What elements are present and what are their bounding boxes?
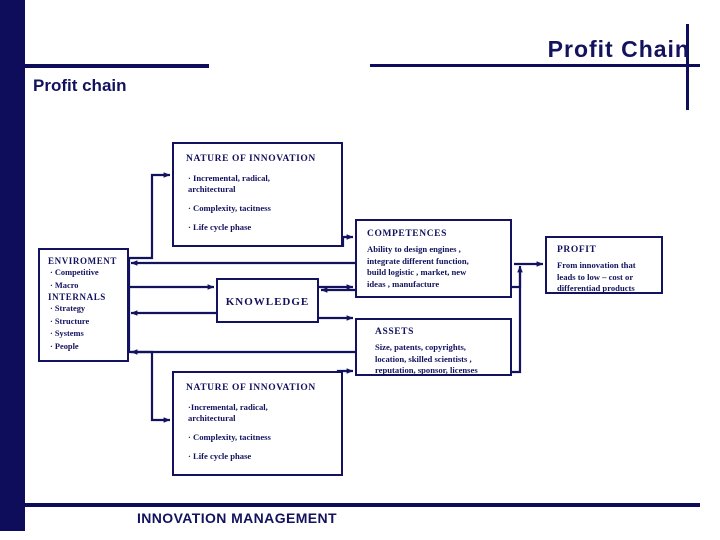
page-title: Profit Chain	[547, 36, 690, 62]
node-bullet-2: · Complexity, tacitness	[188, 203, 271, 213]
node-title: ASSETS	[375, 327, 414, 337]
wire-environment-to-nature-top	[129, 172, 171, 260]
node-title: ENVIROMENT	[48, 256, 118, 266]
node-title: PROFIT	[557, 245, 597, 255]
node-bullet-2: · Complexity, tacitness	[188, 432, 271, 442]
node-nature-of-innovation-bottom[interactable]: NATURE OF INNOVATION ·Incremental, radic…	[172, 371, 343, 476]
node-body: Ability to design engines , integrate di…	[367, 244, 469, 289]
header-rule-left	[22, 64, 209, 68]
node-bullet-1: ·Incremental, radical, architectural	[188, 402, 268, 423]
node-title: NATURE OF INNOVATION	[186, 154, 316, 164]
node-bullet-3: · Life cycle phase	[188, 451, 252, 461]
node-nature-of-innovation-top[interactable]: NATURE OF INNOVATION · Incremental, radi…	[172, 142, 343, 247]
wire-competences-to-profit-stem	[512, 270, 522, 289]
node-line-2: · Macro	[50, 280, 79, 290]
node-title: KNOWLEDGE	[225, 296, 310, 308]
page-subtitle: Profit chain	[33, 76, 127, 95]
node-line-4: · Strategy	[50, 304, 86, 314]
wire-assets-to-profit-stem	[512, 265, 523, 374]
wire-nature-top-to-competences	[341, 234, 354, 247]
node-body: Size, patents, copyrights, location, ski…	[375, 342, 478, 375]
node-enviroment[interactable]: ENVIROMENT · Competitive · Macro INTERNA…	[38, 248, 129, 362]
node-title: COMPETENCES	[367, 229, 447, 239]
node-bullet-3: · Life cycle phase	[188, 222, 252, 232]
node-assets[interactable]: ASSETS Size, patents, copyrights, locati…	[355, 318, 512, 376]
node-title: NATURE OF INNOVATION	[186, 383, 316, 393]
footer-rule	[22, 503, 700, 507]
node-line-7: · People	[50, 341, 79, 351]
header-rule-right	[370, 64, 700, 67]
node-line-1: · Competitive	[50, 268, 99, 277]
node-line-5: · Structure	[50, 316, 90, 326]
node-profit[interactable]: PROFIT From innovation that leads to low…	[545, 236, 663, 294]
footer-label: INNOVATION MANAGEMENT	[137, 510, 337, 526]
node-bullet-1: · Incremental, radical, architectural	[188, 173, 270, 194]
left-accent-bar	[0, 0, 25, 531]
header-rule-vertical	[686, 24, 689, 110]
wire-environment-to-nature-bottom	[129, 350, 171, 423]
node-knowledge[interactable]: KNOWLEDGE	[216, 278, 319, 323]
node-subtitle-internals: INTERNALS	[48, 292, 106, 303]
node-line-6: · Systems	[50, 329, 84, 339]
node-competences[interactable]: COMPETENCES Ability to design engines , …	[355, 219, 512, 298]
node-body: From innovation that leads to low – cost…	[557, 260, 636, 293]
